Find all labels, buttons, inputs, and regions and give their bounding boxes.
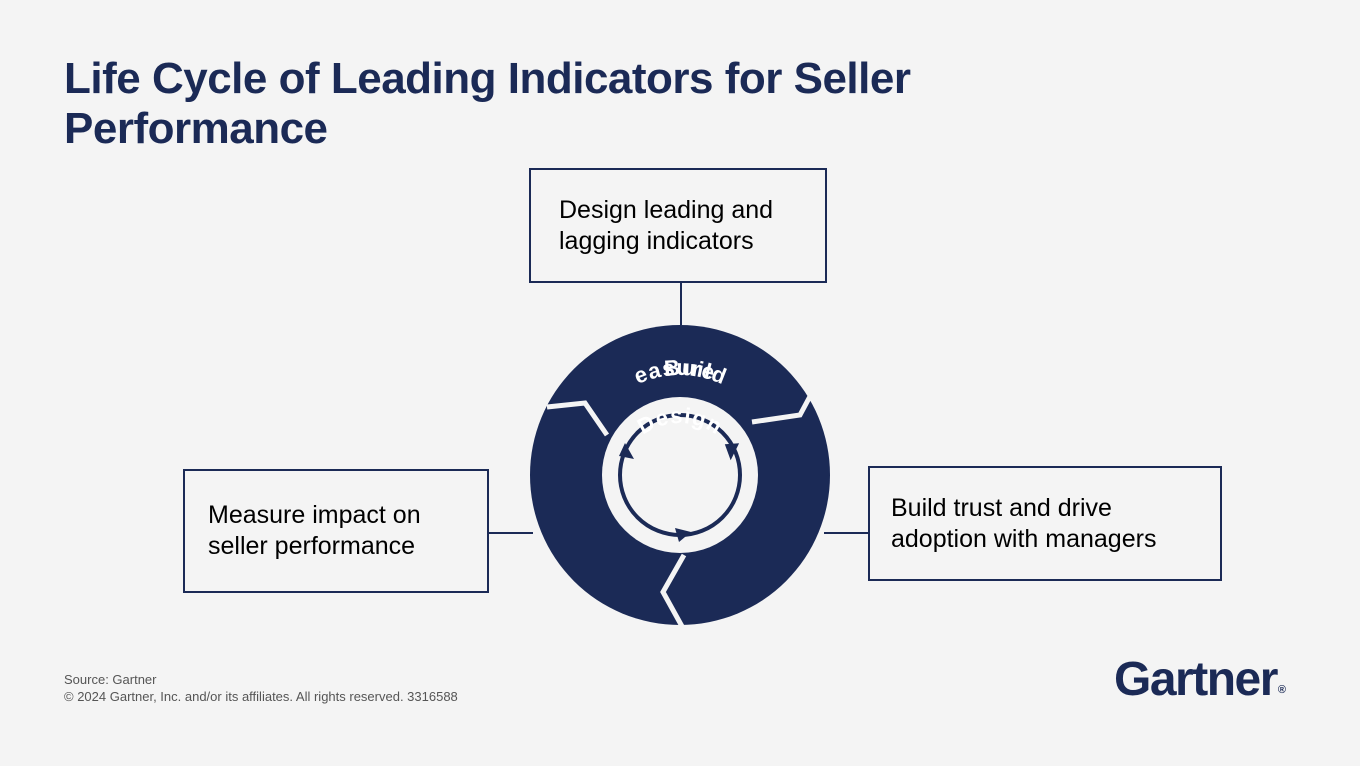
build-step-line2: adoption with managers [891,524,1157,553]
connector-measure [489,532,533,534]
lifecycle-wheel: Design Build Measure [530,325,830,631]
build-step-box: Build trust and drive adoption with mana… [868,466,1222,581]
logo-text: Gartner [1114,653,1278,706]
divider-build-measure [660,553,687,631]
cycle-arrows [618,413,742,542]
design-step-line1: Design leading and [559,195,774,224]
source-note: Source: Gartner [64,672,157,687]
connector-design [680,283,682,325]
measure-step-box: Measure impact on seller performance [183,469,489,593]
arrow-head-bottom-icon [675,528,691,542]
measure-step-line2: seller performance [208,532,416,560]
page-title: Life Cycle of Leading Indicators for Sel… [64,54,911,153]
wheel-center [602,397,758,553]
arrow-head-right-icon [724,443,740,461]
divider-design-build [751,385,818,425]
gartner-logo: Gartner® [1114,652,1286,707]
wheel-segments [530,325,830,631]
arrow-head-left-icon [619,443,634,459]
connector-build [824,532,868,534]
copyright-note: © 2024 Gartner, Inc. and/or its affiliat… [64,689,458,704]
measure-step-line1: Measure impact on [208,501,421,529]
design-step-box: Design leading and lagging indicators [529,168,827,283]
registered-mark: ® [1277,684,1286,696]
divider-design-measure [546,400,610,437]
design-step-line2: lagging indicators [559,226,754,255]
build-step-line1: Build trust and drive [891,493,1112,522]
